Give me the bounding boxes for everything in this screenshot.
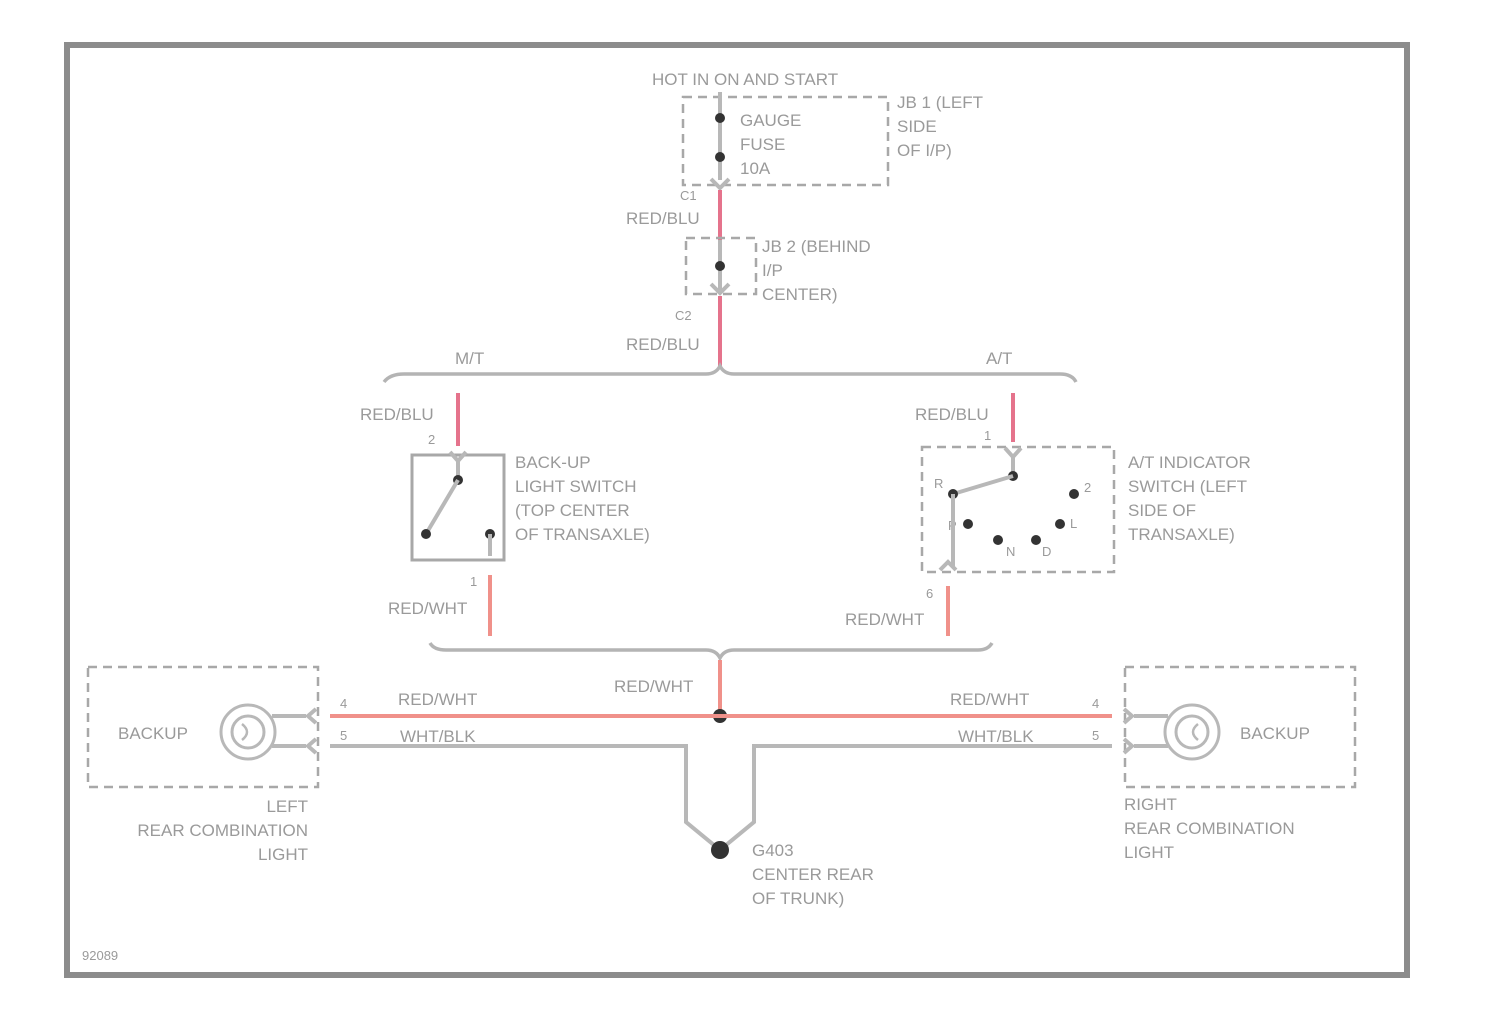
at-position-2: 2 bbox=[1084, 480, 1091, 495]
wire-label-left-ground: WHT/BLK bbox=[400, 727, 476, 746]
at-position-n: N bbox=[1006, 544, 1015, 559]
branch-mt-label: M/T bbox=[455, 349, 484, 368]
at-contact-n bbox=[993, 535, 1003, 545]
at-contact-l bbox=[1055, 519, 1065, 529]
pin-mt-out: 1 bbox=[470, 574, 477, 589]
wire-ground-harness bbox=[330, 746, 1112, 850]
ground-label-line2: CENTER REAR bbox=[752, 865, 874, 884]
at-position-d: D bbox=[1042, 544, 1051, 559]
wire-label-mt-out: RED/WHT bbox=[388, 599, 467, 618]
pin-right-bottom: 5 bbox=[1092, 728, 1099, 743]
wire-label-right-feed: RED/WHT bbox=[950, 690, 1029, 709]
at-switch-label-line4: TRANSAXLE) bbox=[1128, 525, 1235, 544]
wire-label-mt-feed: RED/BLU bbox=[360, 405, 434, 424]
backup-switch-label-line2: LIGHT SWITCH bbox=[515, 477, 637, 496]
fuse-terminal-bottom bbox=[715, 152, 725, 162]
wire-label-right-ground: WHT/BLK bbox=[958, 727, 1034, 746]
connector-c2-label: C2 bbox=[675, 308, 692, 323]
connector-c1-symbol bbox=[711, 179, 729, 188]
left-lamp-label-line2: REAR COMBINATION bbox=[137, 821, 308, 840]
at-switch-label-line1: A/T INDICATOR bbox=[1128, 453, 1251, 472]
output-merge-brace bbox=[430, 643, 992, 658]
fuse-label-line3: 10A bbox=[740, 159, 771, 178]
fuse-terminal-top bbox=[715, 113, 725, 123]
left-lamp-label-line1: LEFT bbox=[266, 797, 308, 816]
wire-label-at-out: RED/WHT bbox=[845, 610, 924, 629]
at-position-l: L bbox=[1070, 516, 1077, 531]
wire-label-at-feed: RED/BLU bbox=[915, 405, 989, 424]
at-switch-label-line3: SIDE OF bbox=[1128, 501, 1196, 520]
right-lamp-label-line2: REAR COMBINATION bbox=[1124, 819, 1295, 838]
jb2-label-line3: CENTER) bbox=[762, 285, 838, 304]
jb1-label-line3: OF I/P) bbox=[897, 141, 952, 160]
ground-label-line1: G403 bbox=[752, 841, 794, 860]
at-switch-arm bbox=[953, 476, 1013, 494]
pin-right-top: 4 bbox=[1092, 696, 1099, 711]
at-indicator-switch-box bbox=[922, 447, 1114, 572]
right-bulb-filament bbox=[1193, 724, 1198, 740]
at-switch-label-line2: SWITCH (LEFT bbox=[1128, 477, 1247, 496]
power-source-label: HOT IN ON AND START bbox=[652, 70, 838, 89]
at-contact-d bbox=[1031, 535, 1041, 545]
left-backup-label: BACKUP bbox=[118, 724, 188, 743]
fuse-label-line1: GAUGE bbox=[740, 111, 801, 130]
jb1-label-line1: JB 1 (LEFT bbox=[897, 93, 983, 112]
wire-label-upper-2: RED/BLU bbox=[626, 335, 700, 354]
at-switch-input-connector bbox=[1005, 448, 1021, 457]
right-lamp-label-line3: LIGHT bbox=[1124, 843, 1174, 862]
jb2-label-line2: I/P bbox=[762, 261, 783, 280]
fuse-label-line2: FUSE bbox=[740, 135, 785, 154]
pin-left-top: 4 bbox=[340, 696, 347, 711]
left-connector-5 bbox=[308, 739, 316, 753]
ground-point bbox=[711, 841, 729, 859]
wire-label-junction: RED/WHT bbox=[614, 677, 693, 696]
jb1-label-line2: SIDE bbox=[897, 117, 937, 136]
left-lamp-label-line3: LIGHT bbox=[258, 845, 308, 864]
transmission-branch-brace bbox=[384, 366, 1076, 382]
left-bulb-filament bbox=[242, 724, 247, 740]
pin-left-bottom: 5 bbox=[340, 728, 347, 743]
backup-switch-label-line3: (TOP CENTER bbox=[515, 501, 630, 520]
wire-label-upper-1: RED/BLU bbox=[626, 209, 700, 228]
jb2-splice bbox=[715, 261, 725, 271]
backup-switch-label-line4: OF TRANSAXLE) bbox=[515, 525, 650, 544]
pin-at-out: 6 bbox=[926, 586, 933, 601]
at-contact-p bbox=[963, 519, 973, 529]
backup-switch-label-line1: BACK-UP bbox=[515, 453, 591, 472]
branch-at-label: A/T bbox=[986, 349, 1012, 368]
connector-c1-label: C1 bbox=[680, 188, 697, 203]
figure-id: 92089 bbox=[82, 948, 118, 963]
backup-switch-arm bbox=[426, 480, 458, 534]
pin-at-in: 1 bbox=[984, 428, 991, 443]
jb2-label-line1: JB 2 (BEHIND bbox=[762, 237, 871, 256]
right-backup-label: BACKUP bbox=[1240, 724, 1310, 743]
at-position-r: R bbox=[934, 476, 943, 491]
ground-label-line3: OF TRUNK) bbox=[752, 889, 844, 908]
wire-label-left-feed: RED/WHT bbox=[398, 690, 477, 709]
left-connector-4 bbox=[308, 709, 316, 723]
backup-switch-contact bbox=[421, 529, 431, 539]
pin-mt-in: 2 bbox=[428, 432, 435, 447]
right-lamp-label-line1: RIGHT bbox=[1124, 795, 1177, 814]
at-contact-2 bbox=[1069, 489, 1079, 499]
